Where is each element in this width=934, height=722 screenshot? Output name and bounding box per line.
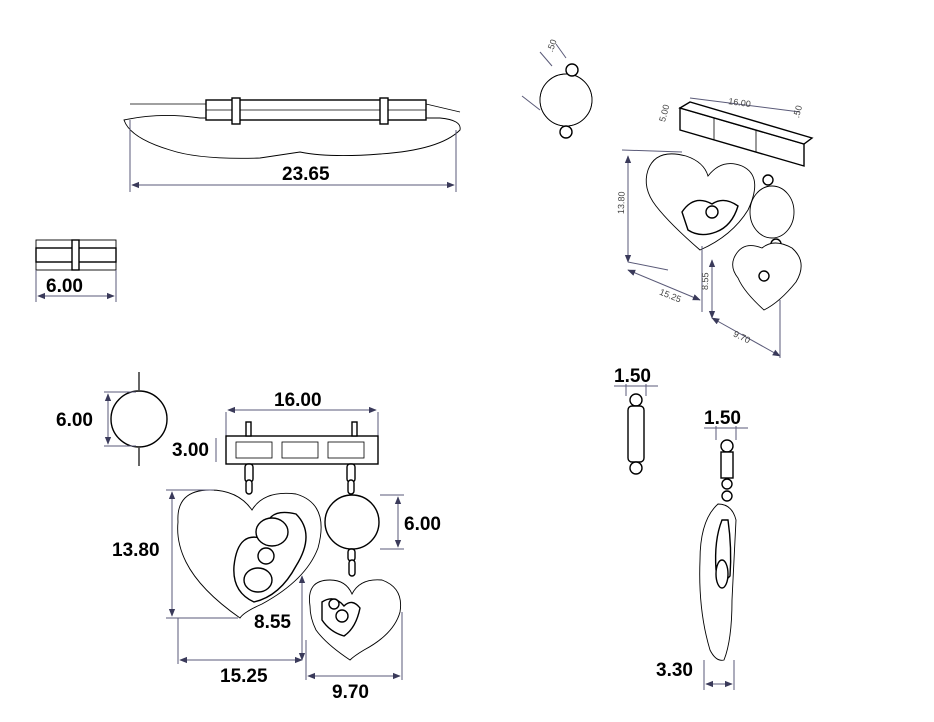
dim-iso-small: .50	[791, 104, 804, 119]
dim-front-disc: 6.00	[56, 410, 93, 431]
dim-end-width: 6.00	[46, 276, 83, 297]
dim-front-bar: 16.00	[274, 390, 322, 411]
dim-iso-bar-h: 5.00	[657, 103, 671, 123]
end-view: 6.00	[35, 239, 117, 302]
dim-iso-height: 13.80	[616, 191, 627, 214]
dim-side-depth: 3.30	[656, 660, 693, 681]
dim-front-width: 15.25	[220, 666, 268, 687]
isometric-view: .50 16.00 5.00 .50 13.80 15.25 8.55	[521, 38, 814, 358]
dim-iso-small-h: 8.55	[700, 272, 711, 290]
link-detail-view: 1.50	[614, 366, 658, 475]
dim-front-small-w: 9.70	[332, 682, 369, 703]
front-view: 6.00 16.00 3.00 6.00	[56, 372, 441, 703]
dim-top-length: 23.65	[282, 164, 330, 185]
top-view: 23.65	[123, 97, 461, 192]
dim-front-right-disc: 6.00	[404, 514, 441, 535]
dim-front-small-h: 8.55	[254, 612, 291, 633]
dim-iso-width: .50	[545, 38, 559, 53]
dim-side-width: 1.50	[704, 408, 741, 429]
side-view: 1.50 3.30	[656, 408, 748, 690]
dim-iso-bar: 16.00	[728, 96, 752, 109]
dim-iso-width-total: 15.25	[658, 287, 683, 305]
dim-iso-small-w: 9.70	[732, 329, 752, 346]
dim-front-bar-h: 3.00	[172, 440, 209, 461]
dim-front-height: 13.80	[112, 540, 160, 561]
dim-link-width: 1.50	[614, 366, 651, 387]
